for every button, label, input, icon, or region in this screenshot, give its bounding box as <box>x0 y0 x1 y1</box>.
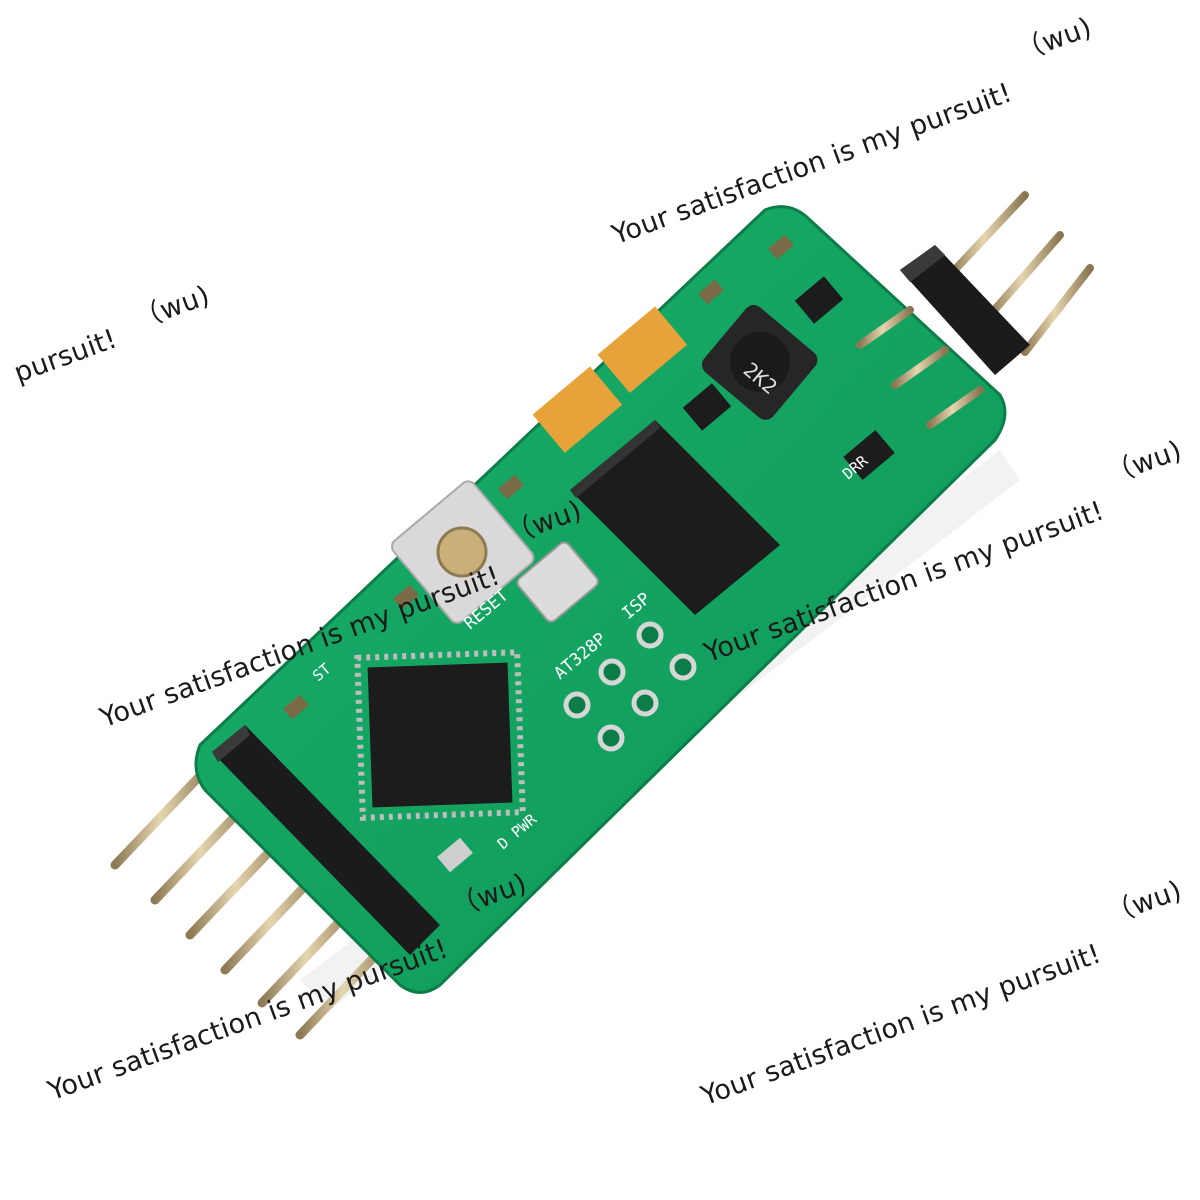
left-pin-header <box>212 725 440 955</box>
right-pin-header-pins <box>856 191 1094 429</box>
right-pin-header <box>900 245 1030 375</box>
smd-components <box>437 276 895 873</box>
crystal-oscillator <box>516 541 599 623</box>
mcu-chip <box>354 649 526 821</box>
isp-pads <box>563 621 697 752</box>
reset-button <box>391 480 535 624</box>
inductor <box>701 304 818 420</box>
smd-resistors <box>283 234 794 720</box>
large-ic-chip <box>570 420 780 615</box>
tantalum-capacitor <box>532 366 623 453</box>
tantalum-capacitor <box>597 306 688 393</box>
